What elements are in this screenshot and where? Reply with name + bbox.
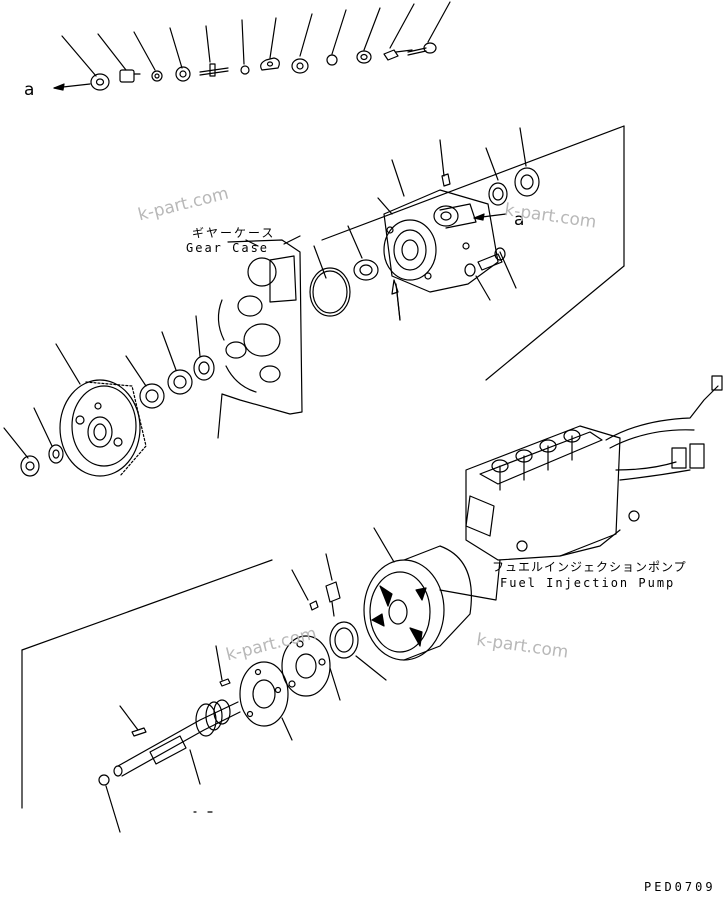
top-small-parts [53, 1, 451, 91]
injection-pump-drive-housing [309, 127, 540, 321]
fuel-injection-pump-label-en: Fuel Injection Pump [500, 576, 676, 590]
gear-case [217, 235, 303, 439]
fuel-injection-pump-label-jp: フュエルインジェクションポンプ [492, 560, 687, 574]
gear-case-label-jp: ギヤーケース [192, 226, 276, 240]
gear-case-label-en: Gear Case [186, 241, 270, 255]
fuel-injection-pump [439, 375, 723, 601]
coupling-assembly [239, 527, 472, 741]
reference-letter-a-left: a [24, 80, 35, 100]
drive-gear-group [3, 315, 215, 477]
drive-shaft [98, 645, 241, 833]
lower-panel-outline [21, 559, 273, 809]
reference-letter-a-right: a [514, 210, 525, 230]
figure-code: PED0709 [644, 880, 716, 894]
upper-panel-outline [321, 125, 625, 381]
